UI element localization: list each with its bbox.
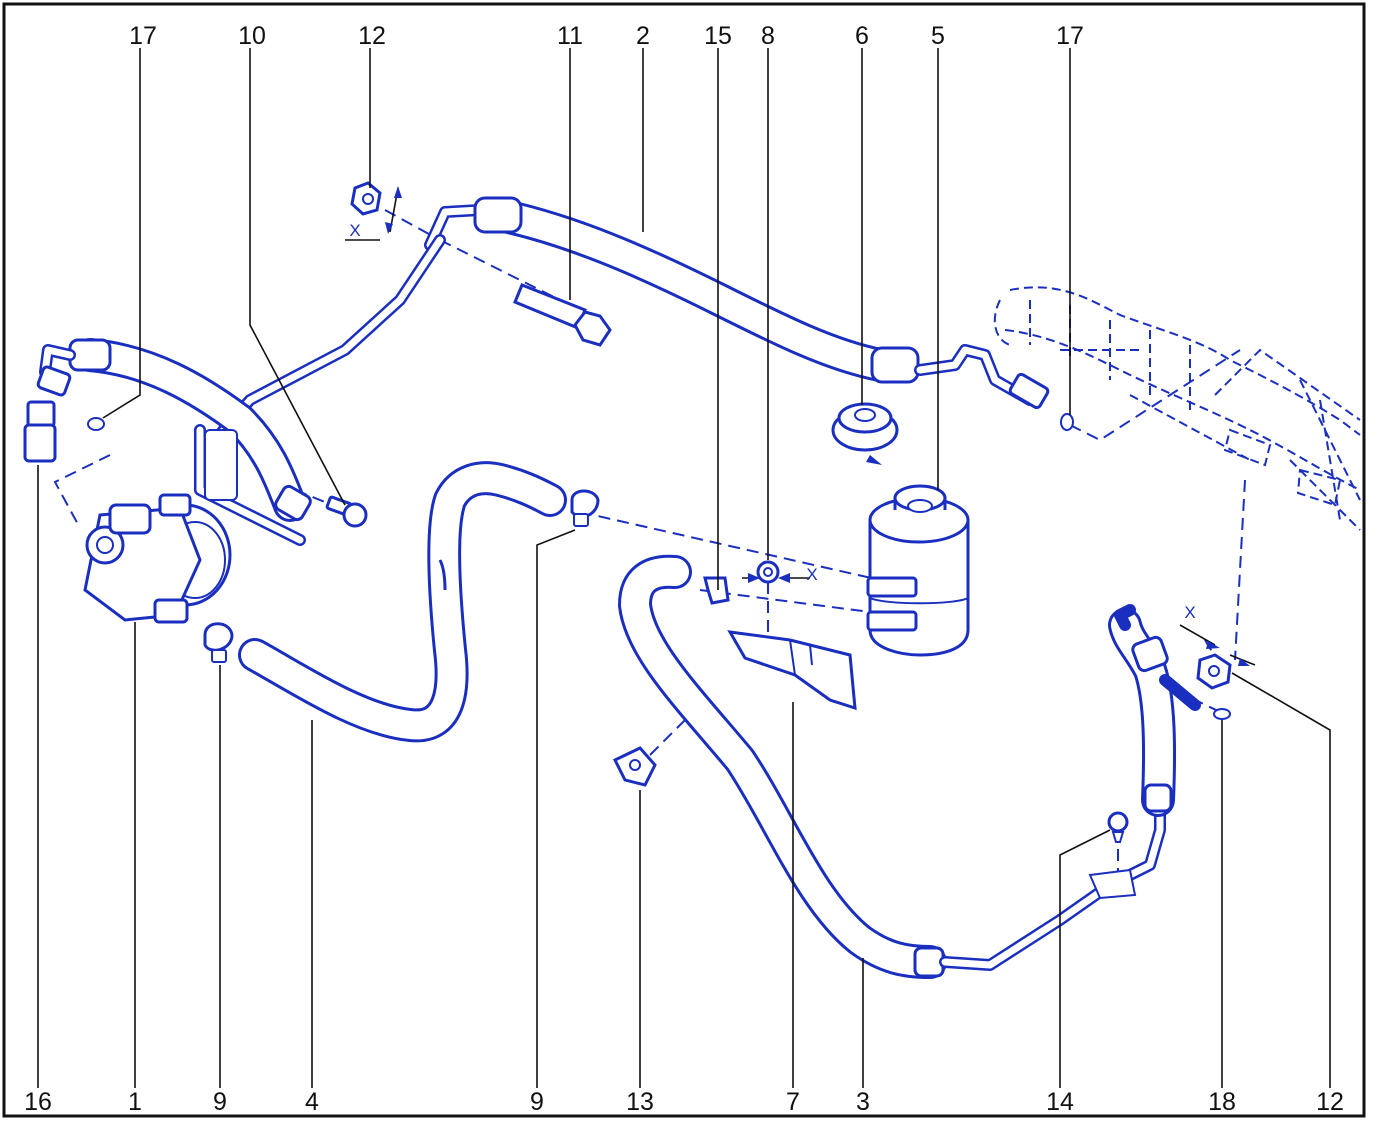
callout-bottom-1: 1 [128,1088,142,1116]
callout-bottom-12: 12 [1316,1088,1344,1116]
callout-top-6: 6 [855,22,869,50]
callout-top-12: 12 [358,22,386,50]
callout-bottom-4: 4 [305,1088,319,1116]
callout-bottom-9-right: 9 [530,1088,544,1116]
callout-top-5: 5 [931,22,945,50]
callout-bottom-9-left: 9 [213,1088,227,1116]
callout-top-10: 10 [238,22,266,50]
callout-top-8: 8 [761,22,775,50]
callout-bottom-13: 13 [626,1088,654,1116]
reservoir-cap-icon [831,402,899,452]
nut-12-top [350,181,382,216]
diagram-frame [2,2,1366,1118]
hose-4-return-hose [238,461,567,743]
dimension-x-right: X [1184,603,1195,622]
screw-14 [1107,811,1129,843]
callout-bottom-7: 7 [786,1088,800,1116]
dimension-x-top: X [349,221,360,240]
steering-rack-icon [993,286,1361,531]
callout-top-17-left: 17 [129,22,157,50]
dimension-x-middle: X [806,565,817,584]
callout-top-11: 11 [557,22,583,50]
o-ring-17-right [1060,413,1074,431]
callout-top-15: 15 [704,22,732,50]
union-fitting-16 [23,400,57,463]
seal-18 [1213,708,1231,720]
clip-15 [703,576,730,605]
clamp-9-right [570,489,600,527]
bolt-11 [513,283,612,347]
callout-top-2: 2 [636,22,650,50]
callout-bottom-16: 16 [24,1088,52,1116]
hose-3-lower-line [618,554,1201,979]
power-steering-pump-icon [83,493,232,624]
leader-lines [37,48,1331,1088]
screw-8 [756,560,780,584]
callout-top-17-right: 17 [1056,22,1084,50]
dimension-arrows [345,186,1256,666]
bolt-10 [325,495,368,528]
callout-bottom-3: 3 [856,1088,870,1116]
nut-12-right [1196,653,1232,690]
clamp-9-left [203,622,234,663]
hose-2-high-pressure-line [209,196,1050,446]
clip-13 [612,746,657,787]
callout-bottom-18: 18 [1208,1088,1236,1116]
bracket-7 [727,630,857,711]
reservoir-icon [866,484,970,657]
hose-pump-feed-line [36,338,312,546]
assembly-lines [53,209,1246,890]
callout-bottom-14: 14 [1046,1088,1074,1116]
o-ring-17-left [87,417,105,431]
